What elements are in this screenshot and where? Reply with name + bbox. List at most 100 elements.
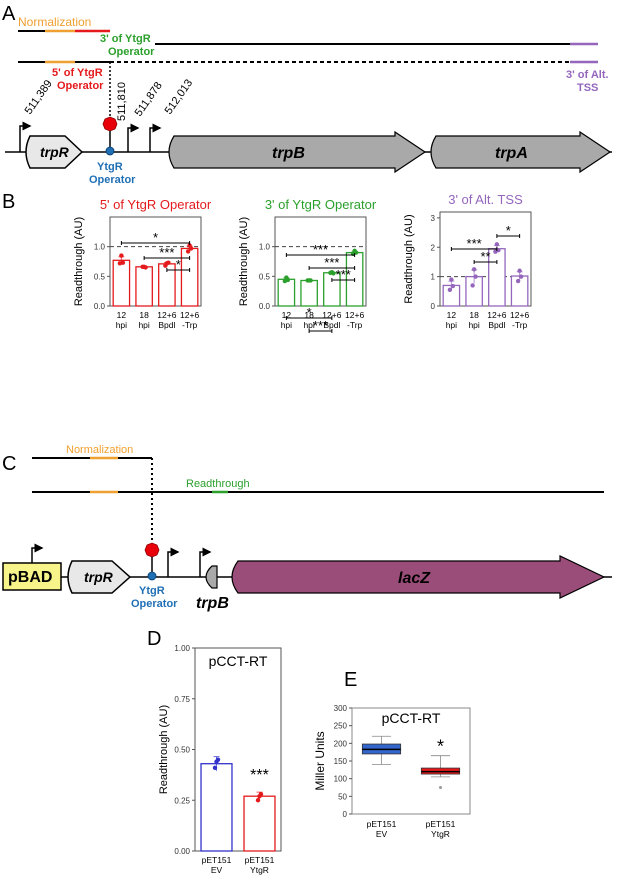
x-tick-label: Bpdl [488,320,505,330]
data-point [285,277,291,283]
bar [200,763,233,852]
panel-label-e: E [344,669,357,691]
x-tick-label: -Trp [347,320,363,330]
y-tick-label: 0.5 [259,272,271,281]
x-tick-label: 18 [304,310,314,320]
y-tick-label: 3 [431,214,436,223]
data-point [515,278,521,284]
x-tick-label: 18 [139,310,149,320]
data-point [255,798,261,803]
y-tick-label: 0.00 [174,847,190,856]
data-point [215,757,221,762]
panel-label-a: A [2,3,16,25]
bar [488,248,506,307]
x-tick-label: hpi [468,320,479,330]
significance-label: *** [467,236,482,251]
x-tick-label: 12+6 [180,310,199,320]
pbad-label: pBAD [8,569,52,586]
data-point [471,267,477,272]
coord-511389: 511,389 [23,78,55,117]
x-tick-label: 12 [447,310,457,320]
ytgr3-label-2: Operator [108,46,155,58]
y-axis-label: Readthrough (AU) [403,214,415,303]
x-tick-label: pET151 [245,855,275,865]
y-tick-label: 100 [334,775,348,784]
x-tick-label: hpi [303,320,314,330]
y-tick-label: 50 [338,792,347,801]
outlier-point [439,786,442,789]
data-point [494,242,500,247]
stop-sign-icon [102,116,118,132]
x-tick-label: 12+6 [510,310,529,320]
ytgr5-label-1: 5' of YtgR [52,67,103,79]
gene-trpB-a-label: trpB [272,145,305,162]
y-tick-label: 300 [334,704,348,713]
operator-c-label-1: YtgR [139,585,165,597]
data-point [517,268,522,273]
y-tick-label: 0.50 [174,746,190,755]
gene-trpB-c [205,565,218,589]
chart-b2: 3' of YtgR Operator0.00.51.0Readthrough … [238,197,377,333]
panel-label-d: D [147,628,161,650]
chart-title: 5' of YtgR Operator [100,197,212,212]
operator-icon-c [147,571,157,581]
x-tick-label: -Trp [512,320,528,330]
y-tick-label: 0.25 [174,796,190,805]
plot-frame [439,211,532,307]
data-point [449,277,454,282]
x-tick-label: hpi [138,320,149,330]
x-tick-label: Bpdl [158,320,175,330]
bar [277,278,296,307]
y-tick-label: 0.5 [94,272,106,281]
y-tick-label: 0 [431,302,436,311]
chart-title: pCCT-RT [382,710,441,726]
data-point [331,271,336,276]
x-tick-label: YtgR [250,865,269,875]
ytgr5-label-2: Operator [57,80,104,92]
gene-trpR-a-label: trpR [40,144,70,160]
bar [300,279,318,307]
data-point [212,765,218,770]
coord-512013: 512,013 [163,77,196,116]
data-point [119,253,124,258]
x-tick-label: EV [211,865,223,875]
x-tick-label: pET151 [426,819,456,829]
x-tick-label: 18 [469,310,479,320]
chart-title: 3' of YtgR Operator [265,197,377,212]
y-tick-label: 200 [334,739,348,748]
significance-label: * [506,223,511,238]
bar [135,266,153,307]
x-tick-label: Bpdl [323,320,340,330]
x-tick-label: 12 [282,310,292,320]
data-point [473,274,478,279]
gene-trpB-c-label: trpB [196,595,229,612]
y-axis-label: Readthrough (AU) [73,217,85,306]
y-tick-label: 0.0 [259,302,271,311]
panel-a: A Normalization 3' of YtgR Operator 5' o… [2,3,612,186]
bar [243,795,276,852]
bar [112,259,131,307]
x-tick-label: 12+6 [345,310,364,320]
y-tick-label: 1.00 [174,644,190,653]
gene-trpB-a [168,130,427,174]
gene-trpA-a-label: trpA [495,145,528,162]
alt-tss-label-2: TSS [577,82,598,94]
operator-icon-a [105,146,115,156]
y-tick-label: 150 [334,757,348,766]
y-tick-label: 0 [343,810,348,819]
x-tick-label: 12+6 [487,310,506,320]
x-tick-label: YtgR [431,829,450,839]
significance-label: *** [250,767,269,784]
x-tick-label: hpi [446,320,457,330]
panel-c: C Normalization Readthrough pBAD trpR Yt… [2,444,612,612]
coord-511810: 511,810 [116,82,128,121]
x-tick-label: pET151 [367,819,397,829]
data-point [120,260,126,265]
data-point [143,265,148,270]
plot-frame [109,216,202,307]
alt-tss-label-1: 3' of Alt. [566,69,609,81]
y-axis-label: Readthrough (AU) [158,705,170,794]
data-point [450,283,456,289]
significance-label: *** [336,267,351,282]
